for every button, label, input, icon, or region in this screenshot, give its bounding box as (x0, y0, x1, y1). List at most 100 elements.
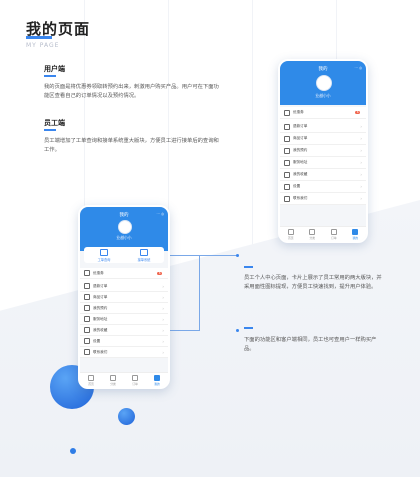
menu-item-label: 服务地址 (93, 316, 108, 321)
menu-item-refund[interactable]: 退款订单› (80, 281, 168, 292)
menu-item-contact[interactable]: 联系我们 › (80, 347, 168, 358)
tab-mine[interactable]: 我的 (345, 227, 367, 241)
chevron-right-icon: › (162, 283, 164, 289)
order-icon (84, 294, 90, 300)
note-accent-bar (244, 266, 253, 268)
menu-item-label: 我的预约 (93, 305, 108, 310)
star-icon (284, 171, 290, 178)
gear-icon (284, 183, 290, 190)
section-body-user: 我的页面是将优惠券领取转预约出来，刺激用户购买产品。用户可在下面功能区查看自己的… (44, 84, 219, 99)
menu-item-favorites[interactable]: 我的收藏 › (280, 169, 366, 181)
avatar[interactable] (118, 220, 132, 234)
section-accent-bar (44, 129, 56, 131)
header-icons[interactable]: ⋯ ◎ (354, 66, 362, 70)
menu-item-order[interactable]: 商品订单 › (280, 133, 366, 145)
phone-mockup-staff: 我的 ⋯ ◎ 业越小小 工单查询 接单系统 优惠券 6 退款订单› 商品订单› … (78, 205, 170, 389)
menu-item-label: 联系我们 (93, 349, 108, 354)
tab-orders[interactable]: 订单 (323, 227, 345, 241)
menu-item-label: 优惠券 (93, 270, 104, 275)
staff-card: 工单查询 接单系统 (84, 247, 164, 263)
calendar-icon (84, 305, 90, 311)
tab-mine[interactable]: 我的 (146, 373, 168, 387)
chevron-right-icon: › (360, 136, 362, 141)
avatar[interactable] (316, 75, 332, 91)
section-accent-bar (44, 75, 56, 77)
tab-orders[interactable]: 订单 (124, 373, 146, 387)
tab-label: 我的 (154, 381, 160, 386)
chevron-right-icon: › (360, 172, 362, 177)
menu-item-label: 我的预约 (293, 148, 308, 152)
home-icon (287, 228, 294, 235)
menu-item-label: 退款订单 (293, 124, 308, 128)
header-icons[interactable]: ⋯ ◎ (156, 212, 164, 216)
note-accent-bar (244, 327, 253, 329)
chevron-right-icon: › (360, 196, 362, 201)
section-heading-user: 用户端 (44, 65, 65, 73)
menu-item-label: 商品订单 (93, 294, 108, 299)
phone-title: 我的 (318, 67, 328, 72)
tab-category[interactable]: 分类 (302, 227, 324, 241)
menu-item-settings[interactable]: 设置› (80, 336, 168, 347)
connector-line (163, 255, 237, 256)
menu-item-address[interactable]: 服务地址 › (80, 314, 168, 325)
phone-icon (284, 195, 290, 202)
menu-item-label: 我的收藏 (293, 172, 308, 176)
menu-item-label: 联系我们 (293, 196, 308, 200)
connector-dot (236, 254, 239, 257)
menu-item-refund[interactable]: 退款订单› (280, 121, 366, 133)
refund-icon (84, 283, 90, 289)
chevron-right-icon: › (162, 327, 164, 333)
chevron-right-icon: › (162, 316, 164, 322)
tab-label: 我的 (352, 235, 359, 240)
work-order-icon (100, 248, 108, 256)
menu-item-favorites[interactable]: 我的收藏› (80, 325, 168, 336)
page-title: 我的页面 (26, 20, 91, 38)
menu-item-contact[interactable]: 联系我们 › (280, 193, 366, 205)
chevron-right-icon: › (360, 148, 362, 153)
user-icon (154, 374, 160, 381)
tab-home[interactable]: 首页 (80, 373, 102, 387)
list-icon (330, 228, 337, 235)
tab-category[interactable]: 分类 (102, 373, 124, 387)
decor-circle-medium (118, 408, 135, 425)
menu-item-label: 商品订单 (293, 136, 308, 140)
note-staff-card: 员工个人中心页面，卡片上展示了员工常用的两大版块，并采用面性图标提现，方便员工快… (244, 275, 382, 290)
phone-mockup-user: 我的 ⋯ ◎ 业越小小 优惠券 6 退款订单› 商品订单› 我的预约› 服务地址… (278, 59, 368, 243)
location-icon (284, 159, 290, 166)
user-name: 业越小小 (315, 93, 331, 98)
card-label: 工单查询 (97, 257, 111, 262)
title-accent-bar (26, 36, 52, 39)
card-work-order-query[interactable]: 工单查询 (84, 247, 124, 263)
connector-line (199, 255, 200, 331)
location-icon (84, 316, 90, 322)
coupon-icon (84, 270, 90, 276)
tab-label: 分类 (110, 381, 116, 386)
chevron-right-icon: › (162, 338, 164, 344)
menu-item-booking[interactable]: 我的预约 › (80, 303, 168, 314)
card-order-system[interactable]: 接单系统 (124, 247, 164, 263)
chevron-right-icon: › (162, 305, 164, 311)
chevron-right-icon: › (360, 184, 362, 189)
menu-item-booking[interactable]: 我的预约 › (280, 145, 366, 157)
grid-icon (110, 374, 116, 381)
menu-item-order[interactable]: 商品订单› (80, 292, 168, 303)
menu-item-address[interactable]: 服务地址› (280, 157, 366, 169)
gear-icon (84, 338, 90, 344)
menu-item-coupon[interactable]: 优惠券 6 (280, 107, 366, 119)
coupon-icon (284, 109, 290, 116)
home-icon (88, 374, 94, 381)
menu-item-label: 优惠券 (293, 110, 304, 114)
user-name: 业越小小 (116, 235, 132, 240)
tab-label: 订单 (132, 381, 138, 386)
grid-icon (309, 228, 316, 235)
tab-home[interactable]: 首页 (280, 227, 302, 241)
menu-item-coupon[interactable]: 优惠券 6 (80, 268, 168, 279)
menu-item-label: 服务地址 (293, 160, 308, 164)
tab-label: 分类 (309, 235, 316, 240)
menu-item-settings[interactable]: 设置› (280, 181, 366, 193)
chevron-right-icon: › (162, 349, 164, 355)
section-heading-staff: 员工端 (44, 119, 65, 127)
grid-line (252, 0, 253, 477)
star-icon (84, 327, 90, 333)
calendar-icon (284, 147, 290, 154)
